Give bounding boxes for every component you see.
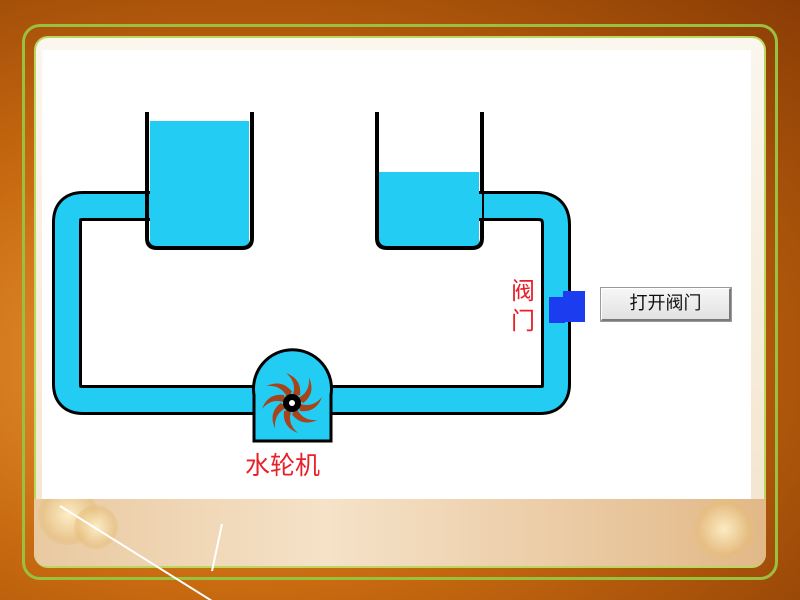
- slide-outer-frame: [22, 24, 778, 580]
- left-tank-water: [150, 121, 249, 246]
- turbine-blade: [298, 397, 322, 412]
- slide-bottom-decoration: [34, 485, 766, 566]
- turbine-hub-center: [289, 400, 295, 406]
- turbine-blade: [292, 407, 318, 423]
- open-valve-button[interactable]: 打开阀门: [600, 287, 732, 322]
- left-tank-walls: [145, 112, 254, 250]
- left-joint: [149, 194, 155, 218]
- turbine-blade: [266, 383, 292, 399]
- valve-label: 阀门: [511, 277, 535, 335]
- turbine-blade: [272, 403, 288, 429]
- water-turbine: [252, 348, 333, 443]
- right-tank-water: [379, 172, 479, 246]
- right-tank-walls: [375, 112, 484, 250]
- right-tank: [375, 112, 484, 250]
- turbine-blade: [296, 377, 312, 403]
- turbine-blade: [262, 394, 286, 409]
- left-tank: [145, 112, 254, 250]
- turbine-rotor: [262, 373, 322, 433]
- turbine-label: 水轮机: [245, 451, 321, 480]
- right-joint: [474, 194, 482, 218]
- flower-decoration: [694, 499, 754, 559]
- valve-body: [549, 297, 565, 323]
- turbine-blade: [286, 373, 301, 397]
- turbine-blade: [283, 409, 298, 433]
- valve[interactable]: [549, 291, 585, 323]
- valve-handle: [563, 291, 585, 322]
